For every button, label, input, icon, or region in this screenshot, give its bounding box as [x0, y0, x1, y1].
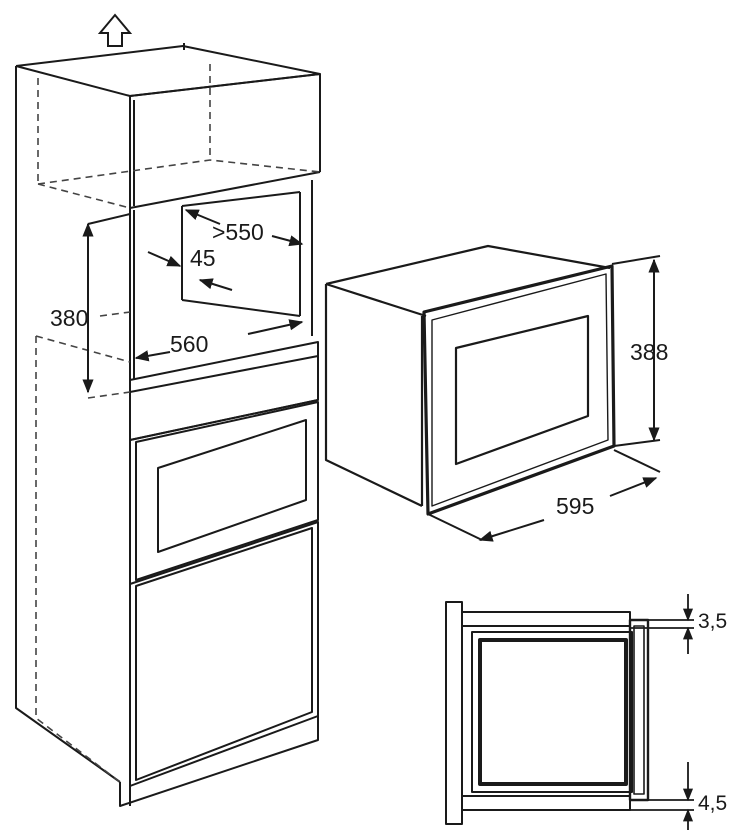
label-opening-height: 380	[50, 305, 88, 331]
hidden-lines	[35, 64, 321, 783]
label-bottom-gap: 4,5	[698, 792, 727, 815]
label-appliance-width: 595	[556, 493, 594, 519]
tall-cabinet	[15, 43, 321, 807]
arrow-up-icon	[97, 13, 133, 47]
cross-section	[445, 601, 650, 825]
label-opening-depth: >550	[212, 219, 264, 245]
label-top-gap: 3,5	[698, 610, 727, 633]
label-inset: 45	[190, 245, 216, 271]
label-appliance-height: 388	[630, 339, 668, 365]
appliance-dimension-lines	[427, 255, 661, 542]
built-in-appliance	[324, 244, 616, 516]
label-opening-width: 560	[170, 331, 208, 357]
section-dimension-lines	[630, 594, 694, 830]
cabinet-dimension-lines	[82, 209, 304, 394]
